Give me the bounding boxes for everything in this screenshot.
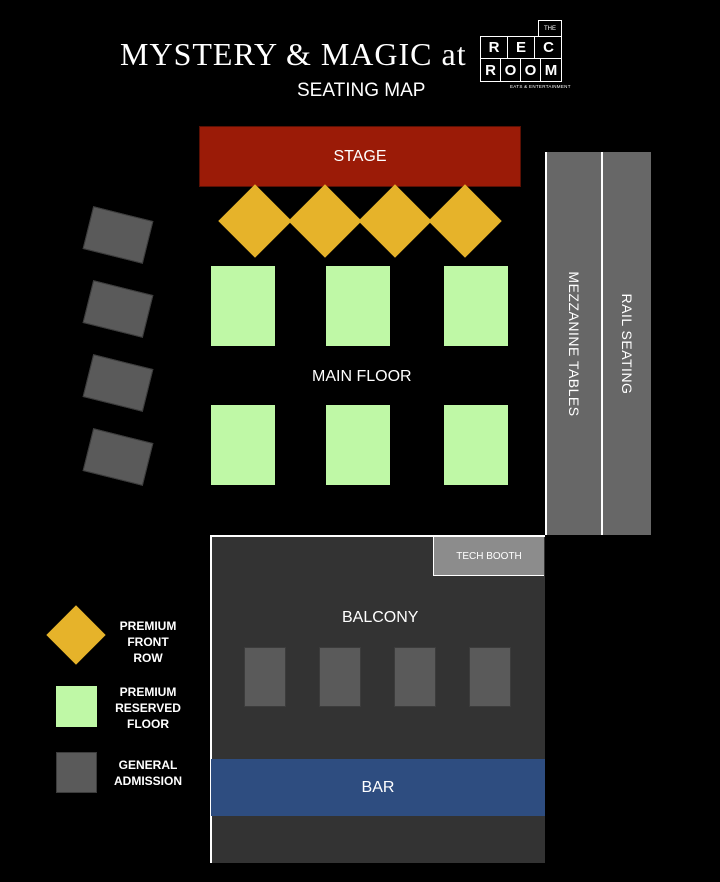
legend-premium-reserved-floor: PREMIUM RESERVED FLOOR (110, 684, 186, 732)
logo-letter: R (481, 59, 501, 81)
legend-text-line: FRONT (127, 635, 169, 649)
mezzanine-tables-area[interactable]: MEZZANINE TABLES (545, 152, 601, 535)
balcony-table[interactable] (319, 647, 361, 707)
legend-text-line: ROW (133, 651, 163, 665)
page-subtitle: SEATING MAP (297, 80, 426, 101)
logo-letter: R (481, 37, 508, 59)
stage-label: STAGE (333, 147, 387, 165)
premium-reserved-table[interactable] (326, 266, 390, 346)
legend-text-line: PREMIUM (119, 685, 177, 699)
general-admission-table[interactable] (82, 206, 154, 264)
legend-premium-front-row: PREMIUM FRONT ROW (110, 618, 186, 666)
premium-reserved-table[interactable] (444, 405, 508, 485)
logo-letter: O (521, 59, 541, 81)
main-floor-label: MAIN FLOOR (312, 368, 412, 385)
legend-text-line: PREMIUM (119, 619, 177, 633)
logo-letter: E (508, 37, 535, 59)
bar-label: BAR (361, 778, 395, 796)
premium-reserved-table[interactable] (211, 405, 275, 485)
general-admission-table[interactable] (82, 354, 154, 412)
premium-reserved-table[interactable] (444, 266, 508, 346)
bar-area: BAR (211, 759, 545, 816)
logo-tagline: EATS & ENTERTAINMENT (510, 84, 571, 89)
logo-grid: R E C R O O M (480, 36, 562, 82)
premium-front-row-table[interactable] (358, 184, 432, 258)
legend-text-line: RESERVED (115, 701, 181, 715)
balcony-table[interactable] (244, 647, 286, 707)
tech-booth-label: TECH BOOTH (456, 550, 522, 562)
legend-general-admission-swatch (56, 752, 97, 793)
legend-premium-reserved-floor-swatch (56, 686, 97, 727)
stage-area: STAGE (199, 126, 521, 187)
tech-booth: TECH BOOTH (433, 537, 544, 576)
rail-seating-label: RAIL SEATING (619, 293, 635, 394)
balcony-label: BALCONY (342, 609, 419, 626)
mezzanine-label: MEZZANINE TABLES (566, 270, 582, 417)
premium-front-row-table[interactable] (428, 184, 502, 258)
premium-reserved-table[interactable] (211, 266, 275, 346)
logo-letter: M (544, 61, 558, 79)
page-title: MYSTERY & MAGIC at (120, 36, 467, 72)
premium-front-row-table[interactable] (218, 184, 292, 258)
balcony-table[interactable] (394, 647, 436, 707)
rec-room-logo: THE R E C R O O M EATS & ENTERTAINMENT (480, 20, 570, 90)
rail-seating-area[interactable]: RAIL SEATING (601, 152, 651, 535)
balcony-table[interactable] (469, 647, 511, 707)
legend-text-line: GENERAL (118, 758, 178, 772)
logo-the: THE (538, 20, 562, 36)
general-admission-table[interactable] (82, 280, 154, 338)
legend-text-line: FLOOR (127, 717, 169, 731)
premium-front-row-table[interactable] (288, 184, 362, 258)
legend-text-line: ADMISSION (113, 774, 182, 788)
premium-reserved-table[interactable] (326, 405, 390, 485)
logo-letter: O (501, 59, 521, 81)
legend-premium-front-row-swatch (46, 605, 106, 665)
legend-general-admission: GENERAL ADMISSION (108, 757, 188, 789)
logo-letter: C (535, 37, 562, 59)
general-admission-table[interactable] (82, 428, 154, 486)
